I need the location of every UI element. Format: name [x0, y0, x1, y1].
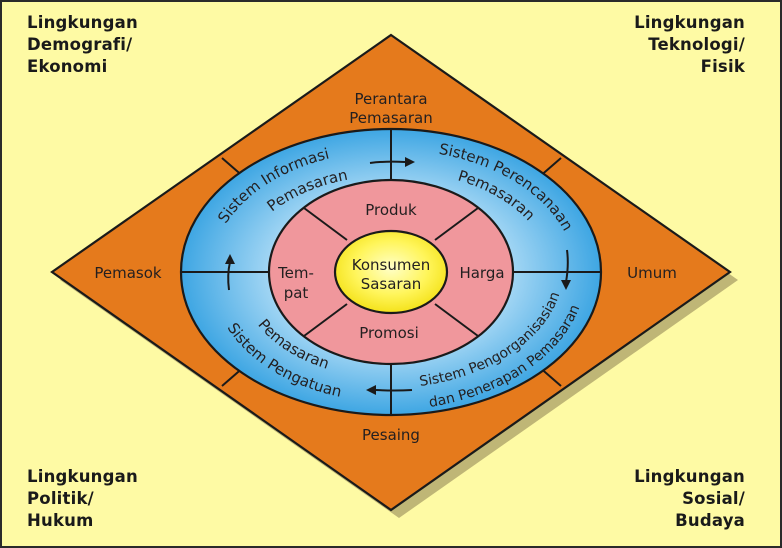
mix-divider: [303, 207, 348, 241]
label-promosi: Promosi: [359, 324, 419, 342]
corner-line: Lingkungan: [634, 13, 745, 32]
mix-divider: [434, 207, 479, 241]
mix-divider: [434, 303, 479, 337]
corner-line: Hukum: [27, 511, 94, 530]
environment-demografi-ekonomi: Lingkungan Demografi/ Ekonomi: [27, 12, 138, 78]
label-perantara: Perantara: [354, 90, 427, 108]
flow-arrow-right: [369, 157, 415, 167]
environment-sosial-budaya: Lingkungan Sosial/ Budaya: [634, 466, 745, 532]
label-pemasok: Pemasok: [94, 264, 162, 282]
corner-line: Teknologi/: [648, 35, 745, 54]
corner-line: Budaya: [675, 511, 745, 530]
target-consumer-center: [333, 229, 449, 315]
label-produk: Produk: [365, 201, 417, 219]
label-tempat-2: pat: [284, 284, 309, 302]
corner-line: Lingkungan: [27, 13, 138, 32]
label-pemasaran-top: Pemasaran: [349, 109, 432, 127]
environment-politik-hukum: Lingkungan Politik/ Hukum: [27, 466, 138, 532]
corner-line: Politik/: [27, 489, 94, 508]
corner-line: Demografi/: [27, 35, 133, 54]
label-tempat-1: Tem-: [277, 264, 314, 282]
corner-line: Lingkungan: [634, 467, 745, 486]
corner-line: Lingkungan: [27, 467, 138, 486]
label-harga: Harga: [459, 264, 504, 282]
label-konsumen: Konsumen: [352, 256, 430, 274]
label-sasaran: Sasaran: [361, 275, 422, 293]
flow-arrow-up: [225, 254, 235, 291]
corner-line: Fisik: [700, 57, 745, 76]
corner-line: Sosial/: [682, 489, 745, 508]
mix-divider: [303, 303, 348, 337]
label-pesaing: Pesaing: [362, 426, 420, 444]
flow-arrow-down: [561, 249, 571, 290]
corner-line: Ekonomi: [27, 57, 108, 76]
flow-arrow-left: [366, 385, 413, 395]
environment-teknologi-fisik: Lingkungan Teknologi/ Fisik: [634, 12, 745, 78]
label-umum: Umum: [627, 264, 677, 282]
